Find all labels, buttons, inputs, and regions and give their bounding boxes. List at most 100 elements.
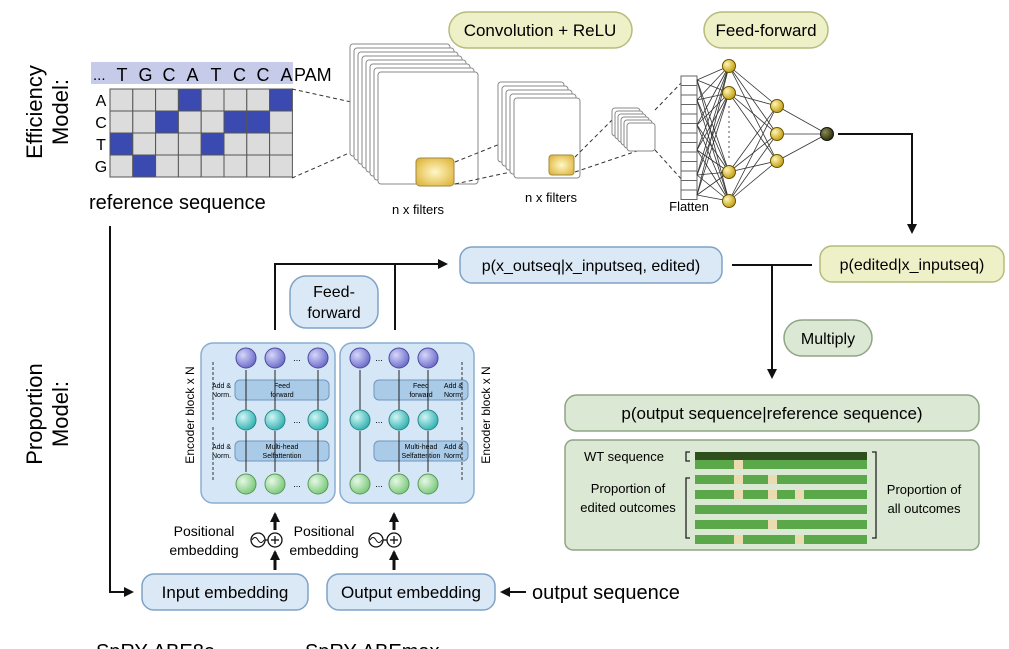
edit-mark [795,535,804,544]
ff-label-efficiency: Feed-forward [715,21,816,40]
encoder-node-input [349,473,371,495]
pam-label: PAM [294,65,332,85]
ffnet-edge [776,105,828,135]
onehot-grid [109,88,293,178]
sequence-ellipsis: ... [93,67,106,84]
mha-text: Multi-head [405,444,438,451]
wt-sequence-label: WT sequence [584,449,664,464]
encoder-node-output [235,347,257,369]
encoder-node-hidden [388,409,410,431]
outcome-bar [695,535,867,544]
edit-mark [768,475,777,484]
onehot-cell [269,88,293,112]
flatten-cell [680,142,698,153]
onehot-cell [200,88,225,112]
sequence-base: T [211,65,222,85]
ff-proportion-line1: Feed- [313,284,355,301]
prop-all-line1: Proportion of [887,482,962,497]
ffnet-edge [728,92,778,107]
multi-head-attention-box [234,440,330,462]
encoder-node-input [307,473,329,495]
ffnet-node [722,194,736,208]
ff-proportion-line2: forward [307,305,360,322]
ffnet-edge [696,149,730,202]
flatten-cell [680,180,698,191]
onehot-row-label: A [96,93,107,110]
flatten-cell [680,94,698,105]
onehot-cell [223,132,248,156]
ffnet-edge [728,160,778,173]
outcome-bar [695,490,867,499]
outcome-bar [695,475,867,484]
encoder-node-output [349,347,371,369]
add-norm-text: Add & [444,383,463,390]
ffnet-node [722,165,736,179]
pos-right-line2: embedding [289,542,358,558]
ffnet-edge [696,79,730,202]
efficiency-output-arrow [838,133,917,234]
proportion-title-line1: Proportion [22,363,47,465]
proportion-title-line2: Model: [48,381,73,447]
encoder-label-left: Encoder block x N [183,366,197,463]
ffnet-edge [728,160,778,202]
multi-head-attention-box [373,440,469,462]
ffnet-edge [728,133,778,202]
ffnet-edge [696,65,730,126]
ffnet-node [770,127,784,141]
onehot-cell [269,132,293,156]
conv-stack-3 [611,107,656,152]
sequence-header-bar [91,62,293,84]
ffnet-node [770,154,784,168]
onehot-row-label: T [96,137,106,154]
outcome-bar [695,460,867,469]
ffnet-edge [696,92,730,176]
conv-stack-1 [349,43,479,185]
mha-text: Multi-head [266,444,299,451]
ffnet-edge [728,92,778,135]
ffnet-edge [696,65,730,151]
flatten-cell [680,161,698,172]
projection-lines-3 [574,79,685,183]
encoder-to-outseq-arrow [274,259,448,330]
conv-relu-label: Convolution + ReLU [464,21,617,40]
flatten-label: Flatten [669,199,709,214]
encoder-node-hidden [349,409,371,431]
edit-mark [734,535,743,544]
pos-left-line1: Positional [174,523,235,539]
encoder-node-input [388,473,410,495]
edit-mark [734,490,743,499]
onehot-cell [155,154,179,178]
ffnet-edge [696,65,730,196]
pos-right-line1: Positional [294,523,355,539]
input-embedding-label: Input embedding [162,583,289,602]
onehot-row-label: C [95,115,107,132]
feature-map [626,122,656,152]
ff-pill-proportion [289,275,379,329]
onehot-cell [109,110,134,134]
filter-kernel-2 [548,154,575,176]
edit-mark [734,475,743,484]
ffnet-nodes [722,59,834,208]
prop-edited-line1: Proportion of [591,481,666,496]
efficiency-title-line2: Model: [48,79,73,145]
flatten-cell [680,104,698,115]
onehot-cell [223,110,248,134]
ff-pill-efficiency [703,11,829,49]
onehot-cell [269,110,293,134]
encoder-node-output [417,347,439,369]
ffnet-edge [728,65,778,107]
onehot-cell [269,154,293,178]
outcome-bar [695,520,867,529]
output-embedding-label: Output embedding [341,583,481,602]
feed-forward-box [234,379,330,401]
onehot-cell [177,110,202,134]
encoder-node-hidden [417,409,439,431]
onehot-cell [109,132,134,156]
onehot-cell [200,110,225,134]
outcome-bar [695,505,867,514]
positional-embedding-right: Positional embedding [289,523,402,558]
